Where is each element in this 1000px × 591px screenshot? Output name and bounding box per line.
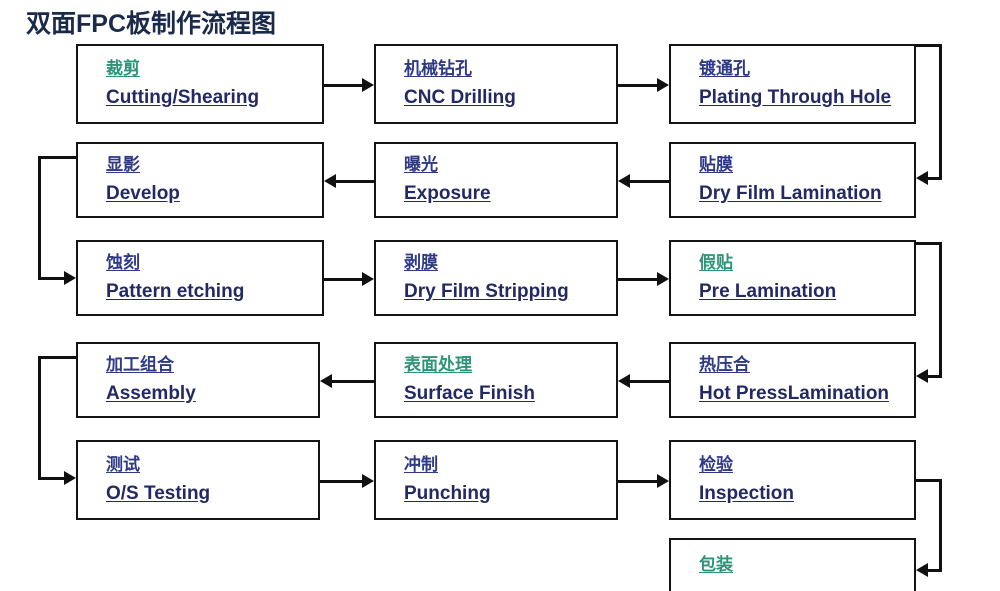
node-pattern-etching-cn: 蚀刻 <box>106 253 140 273</box>
node-packaging-cn: 包装 <box>699 555 733 574</box>
connector-punching-to-inspection <box>618 480 657 483</box>
connector-assembly-wrap-top <box>38 356 76 359</box>
connector-prelam-wrap-top <box>916 242 942 245</box>
connector-plating-wrap-top <box>916 44 942 47</box>
node-pre-lamination[interactable]: 假贴 Pre Lamination <box>669 240 916 316</box>
connector-inspection-wrap-side <box>939 479 942 572</box>
node-plating-through-hole-cn: 镀通孔 <box>699 59 750 79</box>
node-plating-through-hole-en: Plating Through Hole <box>699 86 892 108</box>
node-punching-cn: 冲制 <box>404 455 438 475</box>
arrowhead-ostesting-to-punching <box>362 474 374 488</box>
arrowhead-surface-to-assembly <box>320 374 332 388</box>
node-punching-en: Punching <box>404 482 491 504</box>
connector-develop-wrap-side <box>38 156 41 280</box>
node-dry-film-lamination[interactable]: 贴膜 Dry Film Lamination <box>669 142 916 218</box>
connector-prelam-wrap-side <box>939 242 942 378</box>
node-cnc-drilling-cn: 机械钻孔 <box>404 59 472 79</box>
node-packaging[interactable]: 包装 <box>669 538 916 591</box>
connector-assembly-wrap-bottom <box>38 477 64 480</box>
arrowhead-etching-to-stripping <box>362 272 374 286</box>
connector-cnc-to-plating <box>618 84 657 87</box>
node-hot-press-lamination-cn: 热压合 <box>699 355 750 375</box>
node-cutting[interactable]: 裁剪 Cutting/Shearing <box>76 44 324 124</box>
connector-exposure-to-develop <box>336 180 374 183</box>
connector-ostesting-to-punching <box>320 480 362 483</box>
arrowhead-punching-to-inspection <box>657 474 669 488</box>
node-surface-finish[interactable]: 表面处理 Surface Finish <box>374 342 618 418</box>
connector-inspection-wrap-top <box>916 479 942 482</box>
connector-dryfilm-to-exposure <box>630 180 669 183</box>
node-develop-cn: 显影 <box>106 155 140 175</box>
node-hot-press-lamination-en: Hot PressLamination <box>699 382 890 404</box>
node-hot-press-lamination[interactable]: 热压合 Hot PressLamination <box>669 342 916 418</box>
node-dry-film-stripping[interactable]: 剥膜 Dry Film Stripping <box>374 240 618 316</box>
connector-stripping-to-prelam <box>618 278 657 281</box>
node-cutting-en: Cutting/Shearing <box>106 86 260 108</box>
node-surface-finish-cn: 表面处理 <box>404 355 472 375</box>
connector-hotpress-to-surface <box>630 380 669 383</box>
node-develop-en: Develop <box>106 182 180 204</box>
arrowhead-stripping-to-prelam <box>657 272 669 286</box>
arrowhead-assembly-to-ostesting <box>64 471 76 485</box>
arrowhead-prelam-to-hotpress <box>916 369 928 383</box>
node-assembly-cn: 加工组合 <box>106 355 174 375</box>
arrowhead-plating-to-dry-film-lam <box>916 171 928 185</box>
arrowhead-dryfilm-to-exposure <box>618 174 630 188</box>
node-assembly-en: Assembly <box>106 382 196 404</box>
connector-prelam-wrap-bottom <box>928 375 942 378</box>
node-pattern-etching[interactable]: 蚀刻 Pattern etching <box>76 240 324 316</box>
node-dry-film-lamination-cn: 贴膜 <box>699 155 733 175</box>
arrowhead-inspection-to-packaging <box>916 563 928 577</box>
node-pre-lamination-cn: 假贴 <box>699 253 733 273</box>
node-surface-finish-en: Surface Finish <box>404 382 535 404</box>
arrowhead-hotpress-to-surface <box>618 374 630 388</box>
node-dry-film-stripping-cn: 剥膜 <box>404 253 438 273</box>
node-punching[interactable]: 冲制 Punching <box>374 440 618 520</box>
node-dry-film-lamination-en: Dry Film Lamination <box>699 182 882 204</box>
connector-assembly-wrap-side <box>38 356 41 480</box>
connector-plating-wrap-bottom <box>928 177 942 180</box>
node-cutting-cn: 裁剪 <box>106 59 140 79</box>
node-inspection-cn: 检验 <box>699 455 733 475</box>
connector-develop-wrap-bottom <box>38 277 64 280</box>
arrowhead-develop-to-etching <box>64 271 76 285</box>
connector-plating-wrap-side <box>939 44 942 180</box>
page-title: 双面FPC板制作流程图 <box>26 10 277 38</box>
node-pre-lamination-en: Pre Lamination <box>699 280 837 302</box>
node-pattern-etching-en: Pattern etching <box>106 280 245 302</box>
connector-inspection-wrap-bottom <box>928 569 942 572</box>
node-os-testing-en: O/S Testing <box>106 482 211 504</box>
arrowhead-cnc-to-plating <box>657 78 669 92</box>
node-inspection[interactable]: 检验 Inspection <box>669 440 916 520</box>
node-os-testing-cn: 测试 <box>106 455 140 475</box>
node-plating-through-hole[interactable]: 镀通孔 Plating Through Hole <box>669 44 916 124</box>
node-exposure-cn: 曝光 <box>404 155 438 175</box>
arrowhead-exposure-to-develop <box>324 174 336 188</box>
node-inspection-en: Inspection <box>699 482 795 504</box>
node-exposure-en: Exposure <box>404 182 491 204</box>
connector-develop-wrap-top <box>38 156 76 159</box>
node-cnc-drilling[interactable]: 机械钻孔 CNC Drilling <box>374 44 618 124</box>
node-cnc-drilling-en: CNC Drilling <box>404 86 516 108</box>
connector-surface-to-assembly <box>332 380 374 383</box>
connector-etching-to-stripping <box>324 278 362 281</box>
node-assembly[interactable]: 加工组合 Assembly <box>76 342 320 418</box>
node-exposure[interactable]: 曝光 Exposure <box>374 142 618 218</box>
node-os-testing[interactable]: 测试 O/S Testing <box>76 440 320 520</box>
node-develop[interactable]: 显影 Develop <box>76 142 324 218</box>
node-dry-film-stripping-en: Dry Film Stripping <box>404 280 569 302</box>
connector-cutting-to-cnc <box>324 84 362 87</box>
arrowhead-cutting-to-cnc <box>362 78 374 92</box>
